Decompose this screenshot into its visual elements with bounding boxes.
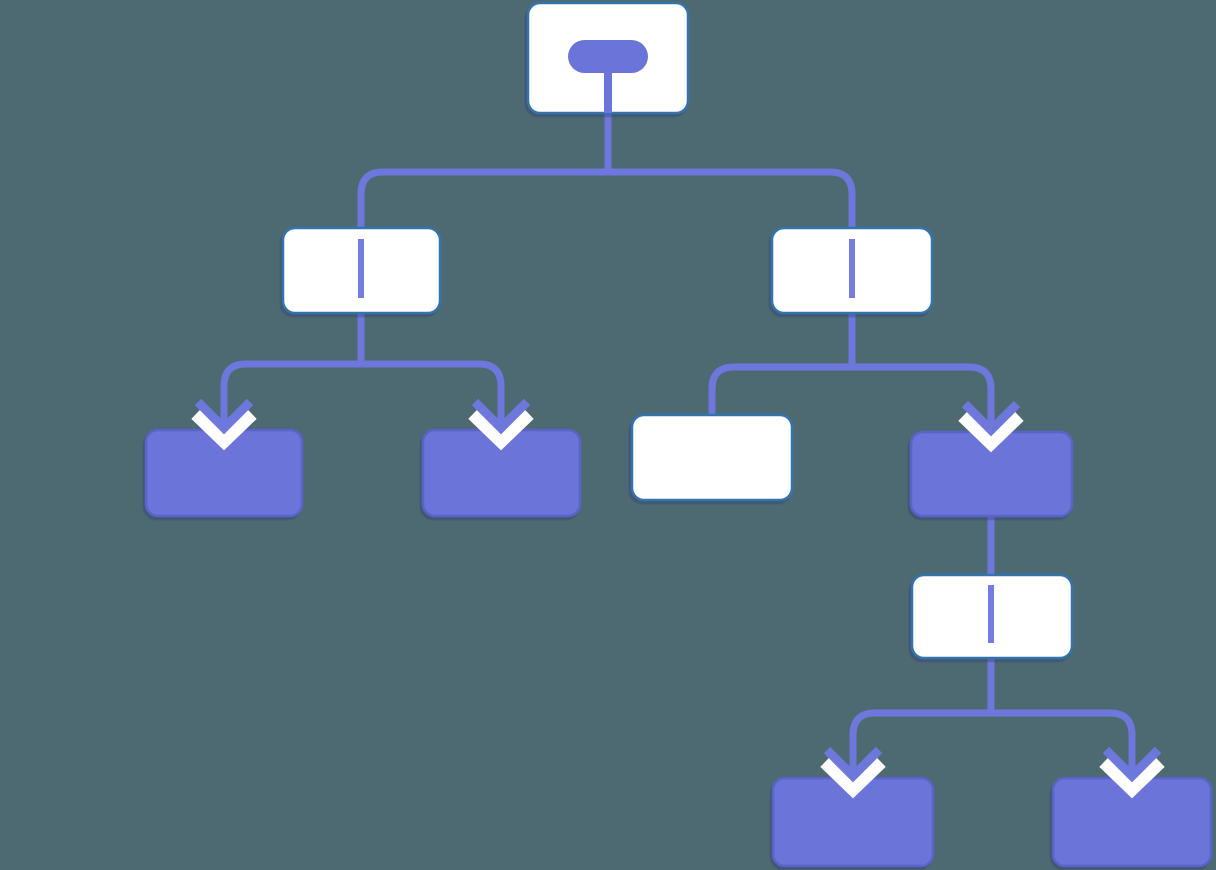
node-branch-bottom[interactable] [910,573,1074,660]
chevron-purple [1102,746,1162,783]
chevron-down-arrow-icon [1099,732,1165,799]
chevron-purple [194,398,254,435]
chevron-white-outline [191,409,257,451]
chevron-down-arrow-icon [191,384,257,451]
chevron-purple [961,400,1021,437]
root-pill-stem-icon [604,64,612,113]
chevron-down-arrow-icon [820,732,886,799]
node-leaf-3-box[interactable] [630,413,794,502]
connector-branch-left-to-leaves [220,360,505,427]
connector-root-to-branches [357,168,856,228]
node-leaf-3[interactable] [630,413,794,502]
chevron-down-arrow-icon [958,386,1024,453]
vertical-bar-icon [988,585,994,643]
node-branch-left[interactable] [281,226,442,315]
chevron-down-arrow-icon [468,384,534,451]
chevron-white-outline [468,409,534,451]
arrowheads [191,384,1165,799]
node-root[interactable] [526,1,690,115]
vertical-bar-icon [358,239,364,298]
node-branch-right[interactable] [770,226,934,315]
chevron-purple [471,398,531,435]
chevron-white-outline [820,757,886,799]
chevron-white-outline [1099,757,1165,799]
connector-branch-right-to-children [708,363,995,429]
chevron-purple [823,746,883,783]
chevron-white-outline [958,411,1024,453]
connector-branch-bottom-to-leaves [849,709,1136,775]
root-pill-icon [568,40,648,73]
vertical-bar-icon [849,239,855,298]
connectors [220,113,1136,775]
